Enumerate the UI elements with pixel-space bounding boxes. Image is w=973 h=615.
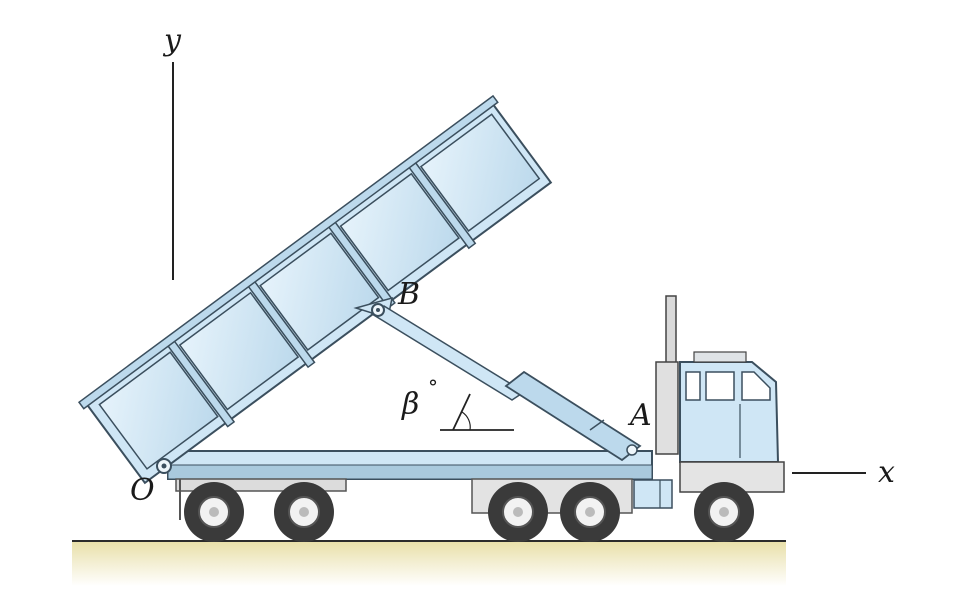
- truck-cab: [633, 295, 785, 509]
- degree-mark: °: [428, 375, 438, 399]
- wheel: [184, 482, 244, 542]
- x-axis-label: x: [878, 455, 895, 490]
- pivot-o: [156, 458, 172, 474]
- point-a-label: A: [627, 398, 652, 433]
- wheel: [274, 482, 334, 542]
- dump-bed: [77, 94, 553, 485]
- point-b-label: B: [397, 277, 420, 312]
- origin-label: O: [130, 473, 155, 508]
- angle-beta-label: β: [401, 387, 419, 422]
- angle-indicator: [440, 393, 514, 431]
- wheel: [694, 482, 754, 542]
- wheel: [560, 482, 620, 542]
- y-axis-label: y: [162, 23, 182, 58]
- wheels: [184, 482, 754, 542]
- hydraulic-cylinder: [353, 296, 642, 462]
- wheel: [488, 482, 548, 542]
- ground: [72, 540, 786, 586]
